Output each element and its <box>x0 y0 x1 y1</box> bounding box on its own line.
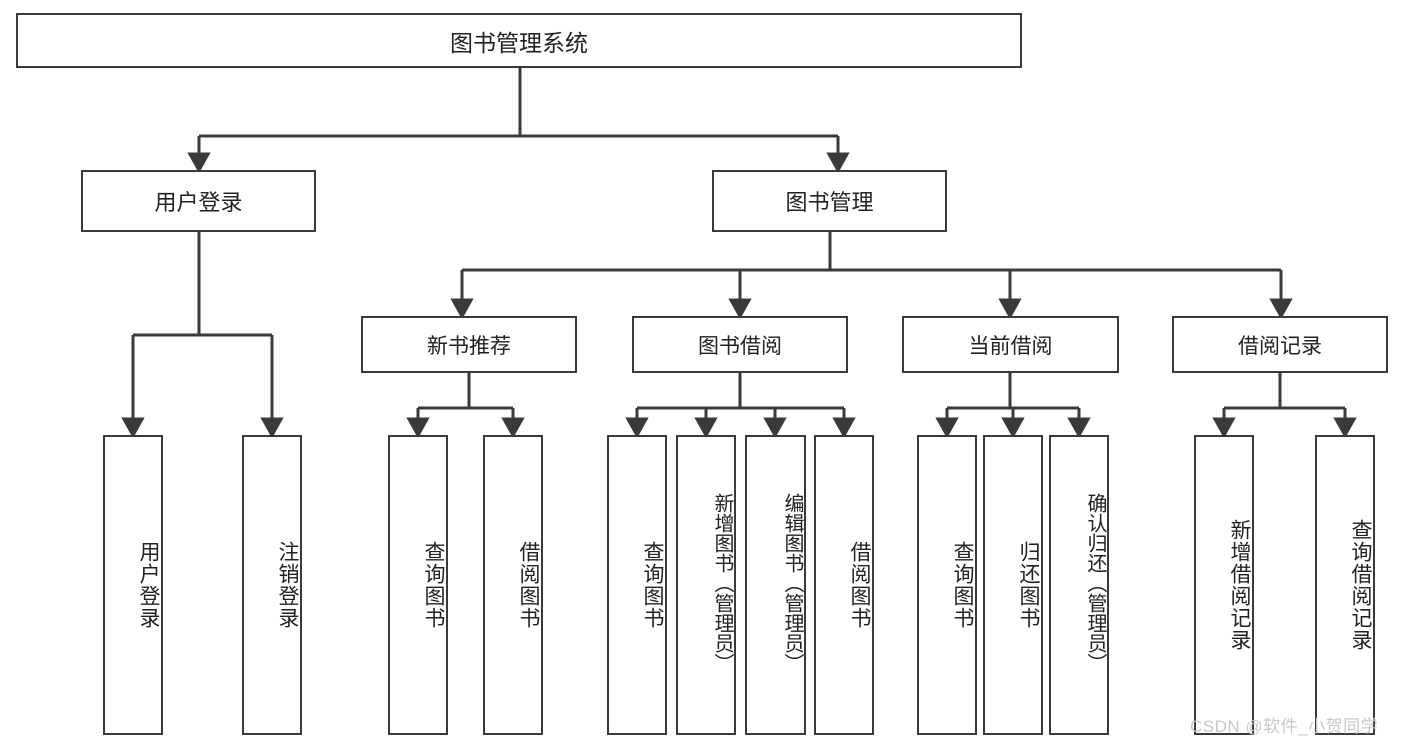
leaf-current-borrow-return[interactable]: 归还图书 <box>983 435 1043 735</box>
leaf-new-book-query[interactable]: 查询图书 <box>388 435 448 735</box>
node-current-borrow[interactable]: 当前借阅 <box>902 316 1119 373</box>
node-user-login[interactable]: 用户登录 <box>81 170 316 232</box>
node-book-borrow[interactable]: 图书借阅 <box>632 316 848 373</box>
leaf-book-borrow-edit[interactable]: 编辑图书（管理员） <box>745 435 806 735</box>
node-borrow-record[interactable]: 借阅记录 <box>1172 316 1388 373</box>
leaf-user-login-logout[interactable]: 注销登录 <box>242 435 302 735</box>
leaf-new-book-borrow[interactable]: 借阅图书 <box>483 435 543 735</box>
leaf-borrow-record-query[interactable]: 查询借阅记录 <box>1315 435 1375 735</box>
leaf-user-login-login[interactable]: 用户登录 <box>103 435 163 735</box>
leaf-book-borrow-add[interactable]: 新增图书（管理员） <box>676 435 736 735</box>
watermark: CSDN @软件_小贺同学 <box>1190 717 1379 736</box>
leaf-book-borrow-borrow[interactable]: 借阅图书 <box>814 435 874 735</box>
leaf-borrow-record-add[interactable]: 新增借阅记录 <box>1194 435 1254 735</box>
node-new-book-recommend[interactable]: 新书推荐 <box>361 316 577 373</box>
node-root-system[interactable]: 图书管理系统 <box>16 13 1022 68</box>
leaf-book-borrow-query[interactable]: 查询图书 <box>607 435 667 735</box>
leaf-current-borrow-confirm-return[interactable]: 确认归还（管理员） <box>1049 435 1109 735</box>
leaf-current-borrow-query[interactable]: 查询图书 <box>917 435 977 735</box>
node-book-management[interactable]: 图书管理 <box>712 170 947 232</box>
